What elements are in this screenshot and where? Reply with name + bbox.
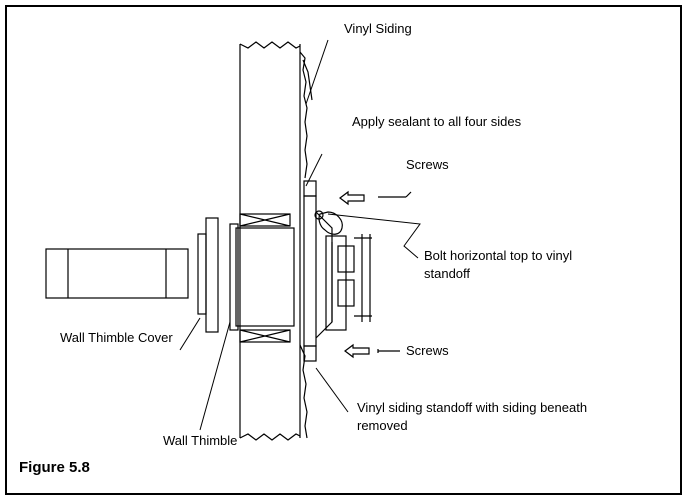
label-standoff-line2: removed — [357, 418, 408, 433]
wall-section — [239, 41, 301, 441]
screw-bottom — [344, 343, 400, 359]
label-wall-thimble: Wall Thimble — [163, 433, 238, 448]
label-bolt-line1: Bolt horizontal top to vinyl — [424, 248, 573, 263]
figure-frame — [5, 5, 682, 495]
label-vinyl-siding: Vinyl Siding — [344, 21, 412, 36]
label-standoff-line1: Vinyl siding standoff with siding beneat… — [357, 400, 588, 415]
vinyl-siding — [299, 51, 313, 439]
label-apply-sealant: Apply sealant to all four sides — [352, 114, 522, 129]
vinyl-standoff — [303, 180, 372, 362]
label-wall-thimble-cover: Wall Thimble Cover — [60, 330, 173, 345]
figure-caption: Figure 5.8 — [19, 459, 90, 476]
label-screws-top: Screws — [406, 157, 449, 172]
vent-pipe — [45, 248, 189, 299]
label-bolt-line2: standoff — [424, 266, 471, 281]
wall-thimble — [229, 223, 295, 331]
screw-top — [339, 190, 412, 206]
leader-lines — [179, 39, 421, 431]
wall-thimble-cover — [197, 217, 219, 333]
label-screws-bottom: Screws — [406, 343, 449, 358]
